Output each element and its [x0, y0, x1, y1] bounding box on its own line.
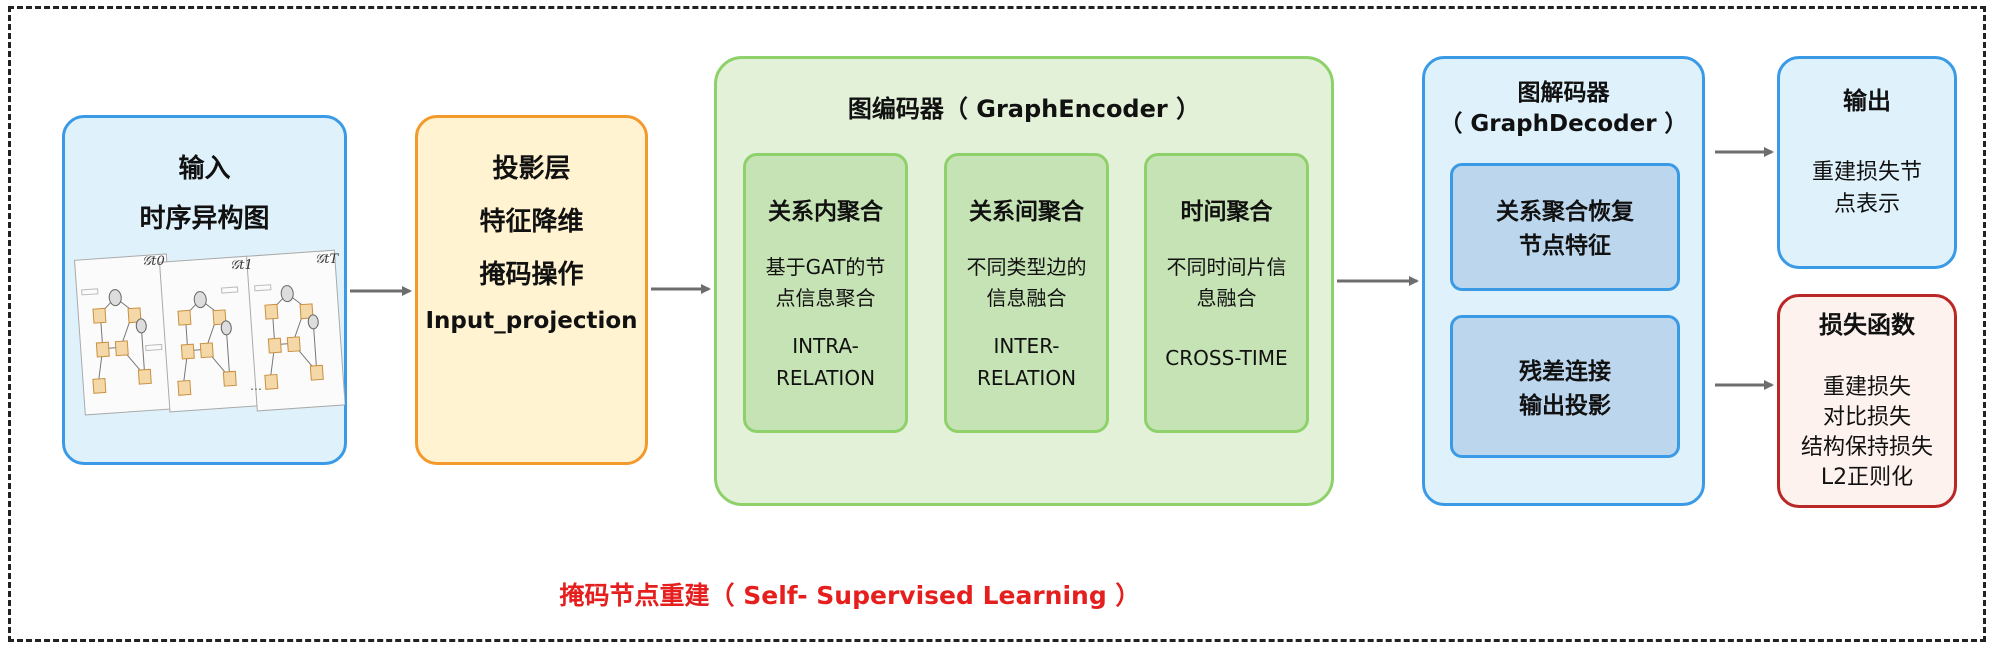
output-box: 输出 重建损失节 点表示	[1777, 56, 1957, 269]
module-title: 时间聚合	[1180, 199, 1273, 225]
decoder-module-line: 输出投影	[1519, 393, 1611, 419]
loss-title: 损失函数	[1819, 311, 1915, 339]
module-desc: 息融合	[1196, 286, 1257, 310]
decoder-module-line: 关系聚合恢复	[1496, 199, 1634, 225]
decoder-module-line: 节点特征	[1519, 233, 1611, 259]
input-subtitle: 时序异构图	[139, 204, 270, 234]
module-tag: RELATION	[976, 366, 1077, 390]
relation-recovery-module: 关系聚合恢复 节点特征	[1450, 163, 1680, 291]
module-tag: CROSS-TIME	[1165, 346, 1288, 370]
module-title: 关系间聚合	[969, 199, 1084, 225]
projection-line: 掩码操作	[479, 260, 584, 290]
loss-line: 结构保持损失	[1800, 435, 1933, 460]
output-line: 重建损失节	[1811, 160, 1922, 185]
output-title: 输出	[1843, 87, 1891, 115]
inter-relation-module: 关系间聚合 不同类型边的 信息融合 INTER- RELATION	[944, 153, 1109, 433]
caption: 掩码节点重建（ Self- Supervised Learning ）	[559, 581, 1141, 610]
loss-box: 损失函数 重建损失 对比损失 结构保持损失 L2正则化	[1777, 294, 1957, 508]
loss-line: L2正则化	[1820, 465, 1914, 490]
snapshot-label: 𝒢t1	[230, 258, 253, 273]
projection-box: 投影层 特征降维 掩码操作 Input_projection	[415, 115, 648, 465]
output-line: 点表示	[1833, 192, 1900, 217]
graph-decoder-box: 图解码器 （ GraphDecoder ） 关系聚合恢复 节点特征 残差连接 输…	[1422, 56, 1705, 506]
decoder-module-line: 残差连接	[1519, 359, 1611, 385]
projection-line: 投影层	[492, 154, 571, 184]
module-desc: 点信息聚合	[775, 286, 876, 310]
module-desc: 基于GAT的节	[765, 255, 886, 279]
graph-encoder-box: 图编码器（ GraphEncoder ） 关系内聚合 基于GAT的节 点信息聚合…	[714, 56, 1334, 506]
dashed-frame	[8, 6, 1986, 642]
temporal-aggregation-module: 时间聚合 不同时间片信 息融合 CROSS-TIME	[1144, 153, 1309, 433]
module-desc: 信息融合	[986, 286, 1067, 310]
loss-line: 对比损失	[1822, 405, 1911, 430]
projection-line: 特征降维	[479, 207, 584, 237]
decoder-title: （ GraphDecoder ）	[1439, 111, 1688, 137]
input-title: 输入	[178, 154, 231, 184]
module-desc: 不同类型边的	[966, 255, 1087, 279]
input-box: 输入 时序异构图	[62, 115, 347, 465]
temporal-graph-illustration: 𝒢t0 𝒢t1 𝒢tT …	[73, 249, 345, 416]
intra-relation-module: 关系内聚合 基于GAT的节 点信息聚合 INTRA- RELATION	[743, 153, 908, 433]
loss-line: 重建损失	[1822, 375, 1911, 400]
module-tag: RELATION	[775, 366, 876, 390]
module-tag: INTER-	[993, 334, 1060, 358]
module-tag: INTRA-	[792, 334, 859, 358]
module-title: 关系内聚合	[768, 199, 883, 225]
residual-projection-module: 残差连接 输出投影	[1450, 315, 1680, 458]
encoder-title: 图编码器（ GraphEncoder ）	[847, 95, 1201, 123]
graph-snapshot-card	[158, 255, 259, 413]
snapshot-label: 𝒢t0	[142, 254, 165, 269]
snapshot-label: 𝒢tT	[315, 252, 339, 267]
module-desc: 不同时间片信	[1166, 255, 1287, 279]
projection-line: Input_projection	[425, 308, 638, 334]
graph-snapshot-card	[245, 249, 345, 412]
snapshot-ellipsis: …	[250, 379, 262, 393]
decoder-title: 图解码器	[1517, 80, 1610, 106]
